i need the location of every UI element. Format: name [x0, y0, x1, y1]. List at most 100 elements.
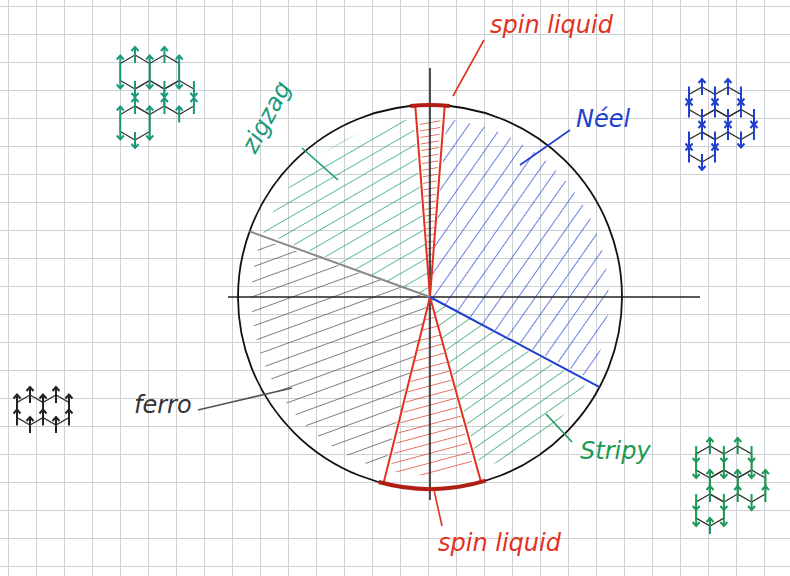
region-hatching	[430, 119, 609, 378]
spin-liquid-arc	[379, 481, 486, 489]
phase-label: zigzag	[236, 75, 297, 159]
spin-arrow	[119, 56, 121, 72]
leader-line	[302, 148, 338, 180]
phase-label: spin liquid	[436, 530, 563, 556]
spin-arrow	[695, 462, 697, 478]
spin-arrow-head	[693, 458, 700, 462]
spin-arrow	[727, 79, 729, 95]
spin-arrow	[149, 107, 151, 123]
spin-arrow	[55, 417, 57, 433]
phase-boundary	[384, 297, 430, 483]
spin-arrow	[709, 486, 711, 502]
spin-arrow	[753, 109, 755, 125]
spin-arrow-head	[720, 458, 727, 462]
lattice-icon	[686, 79, 758, 170]
spin-arrow-head	[176, 107, 183, 111]
spin-arrow-head	[693, 506, 700, 510]
spin-arrow	[29, 417, 31, 433]
leader-line	[434, 490, 442, 526]
spin-arrow	[149, 124, 151, 140]
leader-line	[198, 388, 292, 410]
spin-arrow-head	[762, 470, 769, 474]
spin-arrow	[119, 73, 121, 89]
spin-arrow-head	[699, 79, 706, 83]
spin-arrow-head	[762, 486, 769, 490]
phase-boundary	[430, 297, 481, 482]
spin-arrow-head	[27, 387, 34, 391]
spin-arrow-head	[734, 470, 741, 474]
spin-arrow	[55, 387, 57, 403]
spin-arrow-head	[707, 470, 714, 474]
spin-arrow-head	[65, 395, 72, 399]
spin-arrow	[701, 154, 703, 170]
spin-arrow	[193, 81, 195, 97]
spin-arrow	[714, 87, 716, 103]
spin-arrow	[178, 73, 180, 89]
spin-arrow	[119, 107, 121, 123]
spin-arrow	[723, 446, 725, 462]
leader-line	[520, 130, 570, 165]
spin-arrow	[737, 470, 739, 486]
spin-arrow-head	[724, 79, 731, 83]
spin-arrow-head	[748, 474, 755, 478]
spin-arrow-head	[27, 417, 34, 421]
spin-arrow-head	[146, 56, 153, 60]
spin-arrow-head	[699, 124, 706, 128]
phase-boundary	[415, 106, 430, 297]
leader-line	[546, 414, 572, 442]
spin-arrow-head	[693, 522, 700, 526]
spin-arrow-head	[720, 474, 727, 478]
spin-arrow	[149, 73, 151, 89]
spin-arrow-head	[161, 93, 168, 97]
spin-arrow-head	[750, 121, 757, 125]
spin-arrow	[42, 410, 44, 426]
spin-arrow-head	[711, 147, 718, 151]
spin-arrow	[701, 79, 703, 95]
spin-arrow	[709, 470, 711, 486]
spin-arrow-head	[686, 102, 693, 106]
spin-arrow-head	[146, 85, 153, 89]
spin-arrow-head	[707, 438, 714, 442]
phase-boundary	[250, 231, 430, 297]
spin-arrow	[723, 494, 725, 510]
spin-arrow	[688, 102, 690, 118]
spin-arrow-head	[711, 99, 718, 103]
phase-label: Stripy	[578, 438, 653, 464]
spin-arrow	[163, 47, 165, 63]
spin-arrow	[751, 494, 753, 510]
spin-arrow	[134, 81, 136, 97]
spin-arrow	[163, 81, 165, 97]
spin-arrow	[695, 446, 697, 462]
spin-arrow	[193, 98, 195, 114]
lattice-icon	[14, 387, 73, 433]
spin-arrow	[134, 47, 136, 63]
spin-arrow	[764, 470, 766, 486]
spin-arrow-head	[699, 166, 706, 170]
spin-arrow	[68, 410, 70, 426]
spin-arrow	[688, 147, 690, 163]
spin-arrow	[723, 510, 725, 526]
spin-arrow-head	[14, 410, 21, 414]
spin-arrow	[737, 486, 739, 502]
spin-arrow	[178, 107, 180, 123]
spin-arrow	[163, 98, 165, 114]
leader-line	[453, 40, 484, 96]
spin-arrow-head	[117, 56, 124, 60]
spin-arrow-head	[52, 387, 59, 391]
spin-arrow	[714, 147, 716, 163]
spin-arrow-head	[117, 85, 124, 89]
spin-arrow-head	[161, 98, 168, 102]
spin-arrow	[149, 56, 151, 72]
phase-label: Néel	[574, 106, 632, 132]
spin-arrow-head	[132, 93, 139, 97]
phase-boundary	[430, 106, 445, 297]
spin-arrow-head	[132, 144, 139, 148]
spin-arrow-head	[748, 506, 755, 510]
spin-arrow-head	[146, 136, 153, 140]
spin-arrow-head	[734, 438, 741, 442]
spin-arrow-head	[707, 518, 714, 522]
spin-arrow	[709, 518, 711, 534]
spin-arrow-head	[686, 147, 693, 151]
spin-arrow-head	[748, 458, 755, 462]
spin-arrow-head	[14, 395, 21, 399]
